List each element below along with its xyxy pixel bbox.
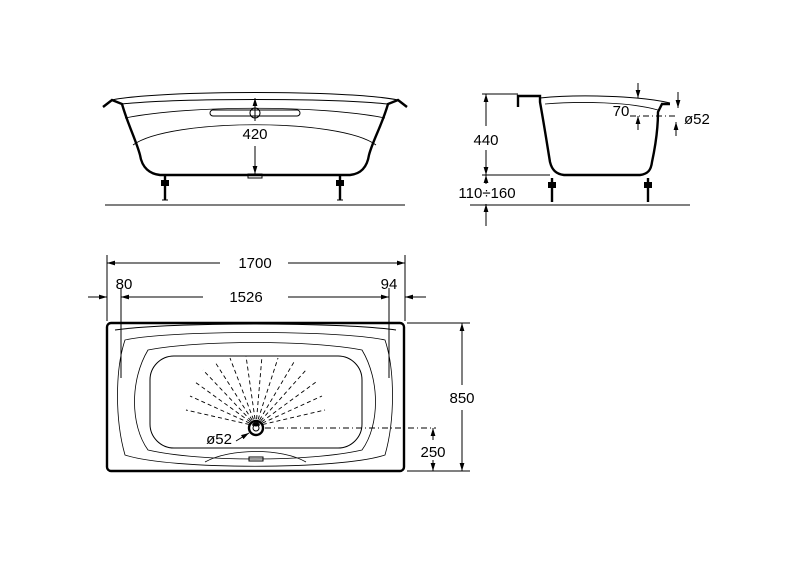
side-feet xyxy=(548,178,652,202)
top-overflow xyxy=(248,456,264,462)
front-tub-outline xyxy=(102,98,408,177)
top-drain-inner xyxy=(252,424,260,432)
side-overflow-label: ø52 xyxy=(684,111,710,128)
top-sunburst-pattern xyxy=(185,355,326,427)
front-inner-curve-2 xyxy=(132,124,377,146)
top-drain-leader xyxy=(235,432,250,442)
top-headrest-curve xyxy=(204,451,307,463)
top-view: ø52 1700 1526 80 94 850 250 xyxy=(88,255,475,473)
top-drain-label: ø52 xyxy=(206,431,232,448)
side-tub-outline xyxy=(516,94,670,177)
top-drain-offset-label: 250 xyxy=(420,444,445,461)
side-height-label: 440 xyxy=(473,132,498,149)
side-rim-top xyxy=(539,95,671,104)
top-right-margin-label: 94 xyxy=(381,276,398,293)
top-drain xyxy=(247,419,265,437)
front-feet xyxy=(161,175,344,201)
top-length-label: 1700 xyxy=(238,255,271,272)
front-rim-top xyxy=(111,92,399,101)
top-basin-floor xyxy=(134,342,376,460)
side-feet-label: 110÷160 xyxy=(458,185,515,202)
top-rim-curve xyxy=(114,323,397,331)
side-rim-label: 70 xyxy=(613,103,630,120)
top-left-margin-label: 80 xyxy=(116,276,133,293)
front-depth-label: 420 xyxy=(242,126,267,143)
side-rim-inner xyxy=(544,102,659,111)
side-view: 440 110÷160 70 ø52 xyxy=(458,83,710,226)
front-view: 420 xyxy=(102,92,408,206)
top-width-label: 850 xyxy=(449,390,474,407)
top-floor-pad xyxy=(149,355,363,449)
top-inner-basin xyxy=(117,332,393,467)
top-inner-length-label: 1526 xyxy=(229,289,262,306)
top-tub-outline xyxy=(105,321,406,473)
